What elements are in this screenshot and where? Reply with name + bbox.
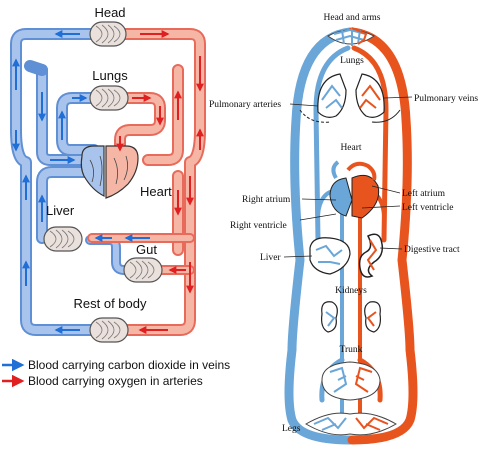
legend: Blood carrying carbon dioxide in veins B… xyxy=(2,358,230,388)
legend-arteries-text: Blood carrying oxygen in arteries xyxy=(28,374,203,388)
label-head-and-arms: Head and arms xyxy=(324,13,381,23)
label-kidneys: Kidneys xyxy=(335,286,367,296)
label-pulmonary-veins: Pulmonary veins xyxy=(414,94,478,104)
label-heart-right: Heart xyxy=(340,143,361,153)
label-lungs-right: Lungs xyxy=(340,56,364,66)
label-gut: Gut xyxy=(136,242,157,257)
lungs-organ xyxy=(299,73,401,123)
label-right-atrium: Right atrium xyxy=(242,195,291,205)
label-left-atrium: Left atrium xyxy=(402,188,446,199)
capillary-bed-head xyxy=(89,21,127,47)
leader-lines xyxy=(283,96,413,258)
capillary-legs xyxy=(305,412,397,436)
label-head: Head xyxy=(94,5,125,20)
capillary-bed-gut xyxy=(123,257,163,283)
label-liver: Liver xyxy=(46,203,75,218)
label-left-ventricle: Left ventricle xyxy=(402,202,453,213)
label-pulmonary-arteries: Pulmonary arteries xyxy=(209,100,281,110)
capillary-trunk xyxy=(321,361,381,401)
capillary-bed-lungs xyxy=(89,85,129,111)
kidneys-organ xyxy=(321,301,381,333)
heart-shape xyxy=(80,145,139,199)
digestive-tract-organ xyxy=(358,233,384,278)
capillary-bed-rest-of-body xyxy=(89,317,129,343)
label-legs: Legs xyxy=(282,424,301,434)
label-liver-right: Liver xyxy=(260,253,281,263)
left-circulation-diagram: Head Lungs Heart Liver Gut Rest of body … xyxy=(2,5,230,388)
label-lungs: Lungs xyxy=(92,68,128,83)
capillary-bed-liver xyxy=(43,226,83,252)
label-trunk: Trunk xyxy=(340,345,363,355)
label-heart: Heart xyxy=(140,184,172,199)
right-circulation-diagram: Head and arms Lungs Pulmonary arteries P… xyxy=(209,13,478,445)
flow-arrows xyxy=(12,30,204,334)
label-rest-of-body: Rest of body xyxy=(74,296,147,311)
liver-organ xyxy=(309,237,351,275)
capillary-head-arms xyxy=(327,27,375,46)
heart-organ xyxy=(329,160,380,219)
label-digestive-tract: Digestive tract xyxy=(404,245,460,255)
legend-veins-text: Blood carrying carbon dioxide in veins xyxy=(28,358,230,372)
label-right-ventricle: Right ventricle xyxy=(230,221,287,231)
